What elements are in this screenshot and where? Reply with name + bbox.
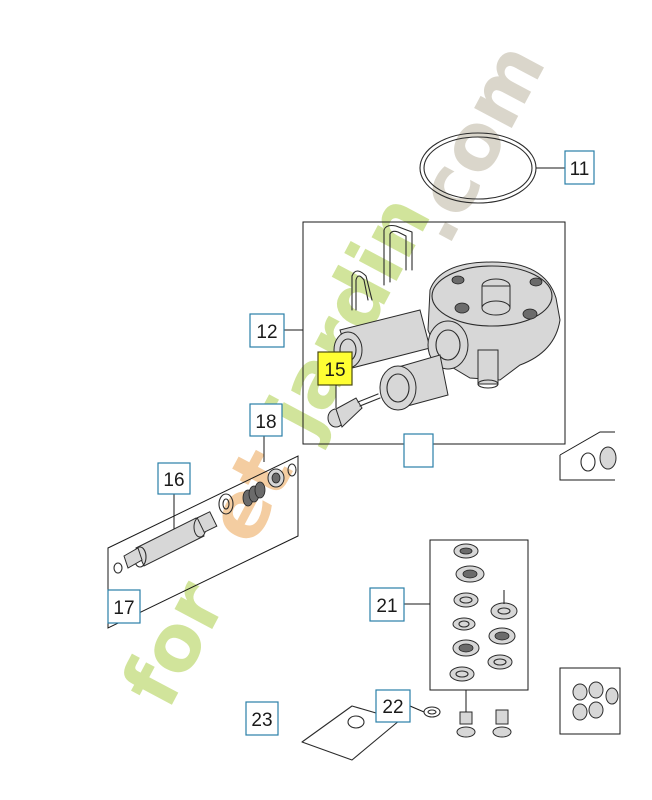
piston-parts (113, 463, 297, 574)
spring (242, 481, 266, 507)
watermark-text-com: .com (385, 29, 563, 257)
callout-16-label: 16 (163, 470, 184, 491)
callout-17[interactable]: 17 (107, 589, 141, 624)
callout-18-label: 18 (255, 412, 276, 433)
lower-parts (301, 690, 512, 761)
callout-11[interactable]: 11 (564, 150, 595, 185)
part-11-oring (419, 132, 565, 204)
callout-15-label: 15 (324, 360, 345, 381)
callout-12-label: 12 (256, 322, 277, 343)
callout-empty-box (403, 433, 434, 468)
callout-17-label: 17 (113, 598, 134, 619)
pump-head-body (333, 224, 561, 411)
callout-15[interactable]: 15 (317, 351, 353, 408)
callout-22-label: 22 (382, 697, 403, 718)
callout-11-label: 11 (570, 159, 590, 180)
callout-16[interactable]: 16 (157, 462, 191, 495)
right-edge-parts (559, 431, 621, 735)
callout-23-label: 23 (251, 710, 272, 731)
part-15-valve (327, 393, 381, 428)
callout-18[interactable]: 18 (249, 403, 283, 437)
callout-22[interactable]: 22 (375, 689, 411, 723)
seal-kit-frame (404, 539, 529, 691)
callout-12[interactable]: 12 (249, 313, 285, 348)
seal-kit-parts (449, 543, 518, 682)
callout-23[interactable]: 23 (245, 701, 279, 736)
callout-21-label: 21 (376, 596, 397, 617)
callout-21[interactable]: 21 (369, 587, 405, 622)
pump-head-frame (284, 221, 566, 445)
